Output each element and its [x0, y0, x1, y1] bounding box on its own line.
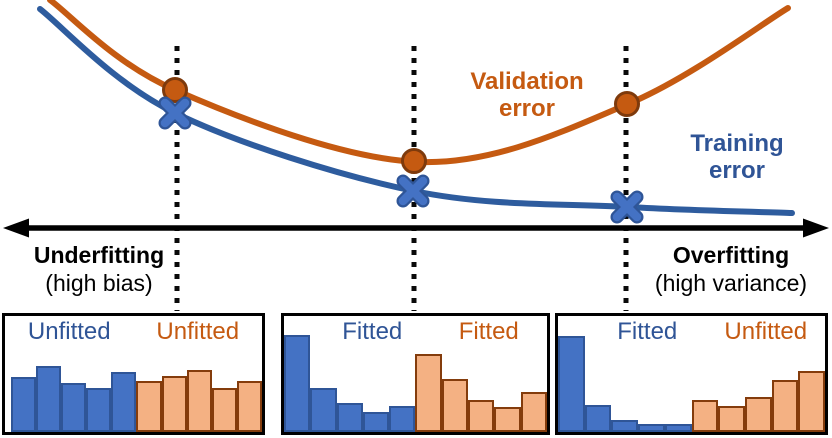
underfitting-label: Underfitting (high bias) [0, 242, 204, 298]
validation-error-label-line1: Validation [470, 68, 584, 95]
validation-error-label: Validation error [427, 68, 627, 122]
hist-bar-orange [744, 397, 772, 432]
hist-bar-blue [336, 403, 363, 432]
hist-bars-3 [558, 336, 826, 432]
hist-bar-blue [310, 388, 337, 432]
histogram-box-good-fit: Fitted Fitted [281, 313, 550, 435]
underfitting-subtitle: (high bias) [45, 270, 153, 296]
hist-bar-blue [611, 420, 639, 432]
histogram-labels: Fitted Fitted [284, 319, 547, 345]
overfitting-title: Overfitting [672, 242, 790, 268]
hist-bar-orange [771, 380, 799, 432]
hist-bars-2 [284, 335, 547, 432]
hist-bar-orange [236, 381, 262, 432]
hist-blue-label: Fitted [617, 318, 678, 345]
training-error-label-line2: error [708, 157, 766, 184]
hist-bar-blue [558, 336, 585, 432]
hist-bar-blue [638, 424, 665, 432]
hist-bar-orange [441, 379, 469, 432]
hist-bar-orange [798, 371, 826, 432]
hist-blue-label: Unfitted [27, 318, 111, 345]
hist-bar-blue [86, 388, 112, 432]
hist-bar-blue [284, 335, 311, 432]
training-error-label-line1: Training [690, 130, 784, 157]
hist-bar-blue [36, 366, 62, 432]
hist-bar-blue [111, 372, 137, 432]
underfitting-title: Underfitting [33, 242, 165, 268]
hist-bar-blue [664, 424, 692, 432]
histogram-labels: Unfitted Unfitted [5, 319, 262, 345]
hist-bar-orange [691, 400, 719, 432]
hist-orange-label: Unfitted [156, 318, 240, 345]
hist-bar-orange [494, 407, 521, 432]
hist-bar-blue [362, 412, 390, 432]
hist-bar-blue [61, 383, 87, 432]
hist-bar-orange [468, 400, 495, 432]
hist-blue-label: Fitted [342, 318, 403, 345]
histogram-labels: Fitted Unfitted [558, 319, 825, 345]
hist-orange-label: Fitted [458, 318, 519, 345]
hist-bar-blue [584, 405, 612, 432]
hist-bar-orange [186, 370, 212, 432]
overfitting-subtitle: (high variance) [654, 270, 808, 296]
hist-bar-orange [718, 406, 745, 432]
hist-bar-orange [211, 388, 237, 432]
hist-bars-1 [5, 366, 262, 432]
histogram-box-underfitting: Unfitted Unfitted [2, 313, 265, 435]
hist-bar-orange [161, 376, 187, 432]
hist-bar-blue [389, 406, 416, 432]
hist-bar-orange [520, 392, 547, 432]
hist-orange-label: Unfitted [724, 318, 808, 345]
overfitting-label: Overfitting (high variance) [626, 242, 832, 298]
hist-bar-orange [415, 354, 442, 432]
training-error-label: Training error [637, 130, 832, 184]
validation-error-label-line2: error [498, 95, 556, 122]
histogram-box-overfitting: Fitted Unfitted [555, 313, 828, 435]
hist-bar-orange [136, 381, 162, 432]
hist-bar-blue [11, 377, 37, 432]
